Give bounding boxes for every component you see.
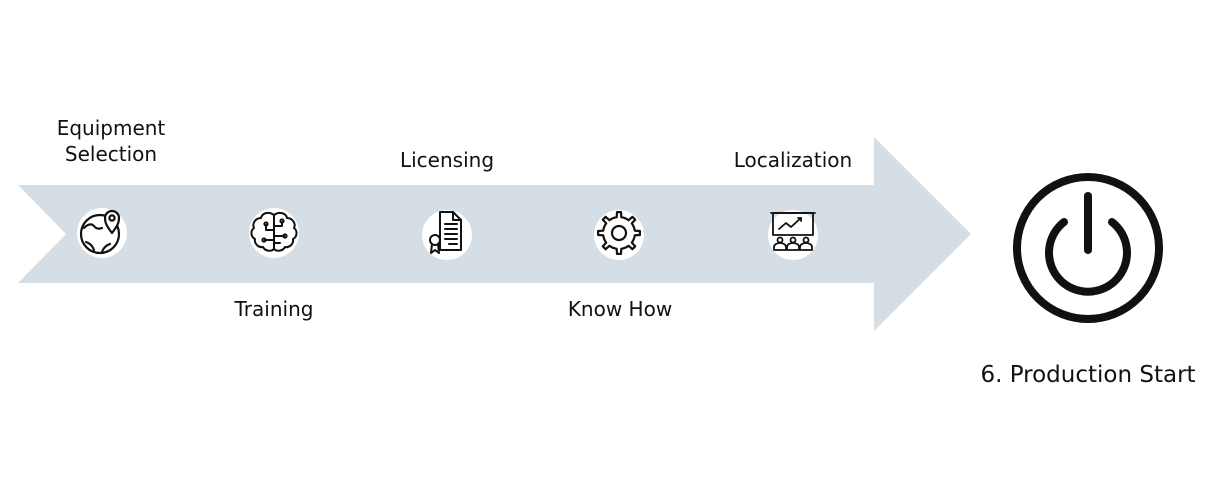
presentation-board-icon (768, 210, 818, 260)
gear-icon (594, 210, 644, 260)
step-label-equipment-selection: Equipment Selection (56, 116, 166, 166)
final-step-label: 6. Production Start (980, 362, 1196, 388)
step-label-localization: Localization (733, 148, 853, 172)
step-label-know-how: Know How (567, 297, 673, 321)
step-label-training: Training (234, 297, 314, 321)
step-label-licensing: Licensing (399, 148, 495, 172)
globe-pin-icon (77, 208, 127, 258)
power-icon (1013, 173, 1163, 323)
brain-circuit-icon (249, 208, 299, 258)
certificate-icon (422, 210, 472, 260)
process-arrow (18, 137, 971, 331)
